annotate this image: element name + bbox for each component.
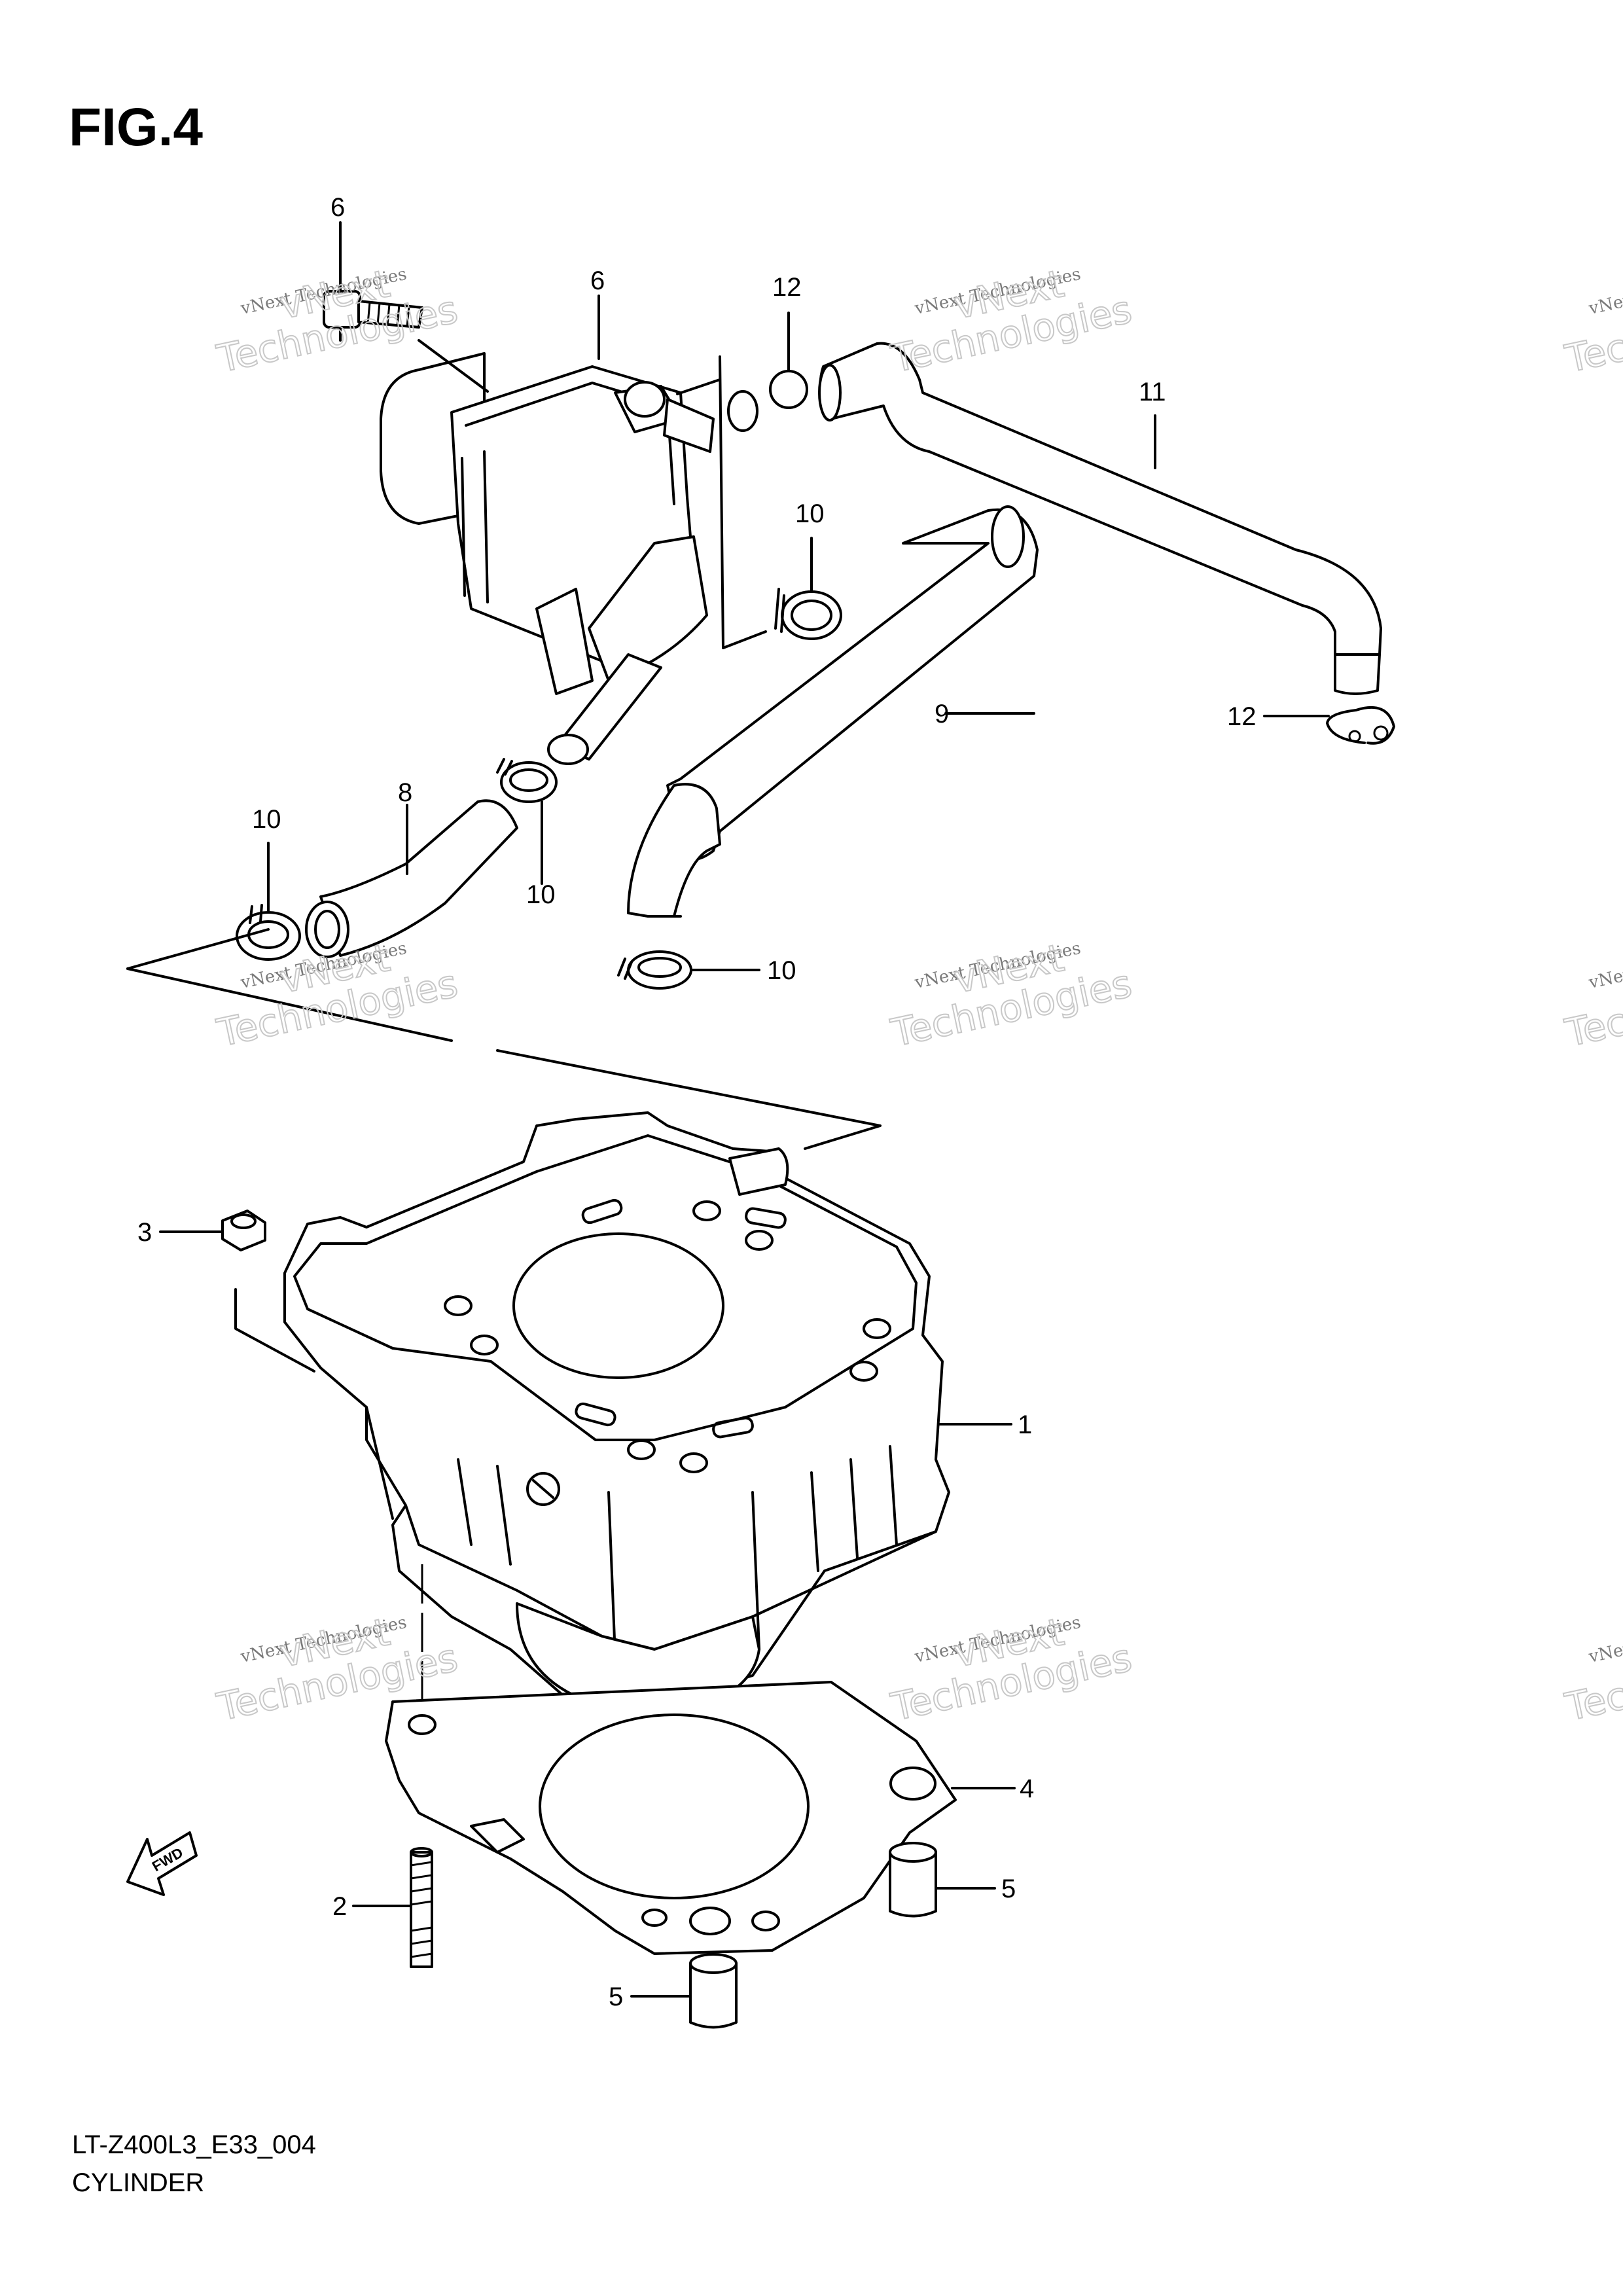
- clamp-10-bottom-part: [617, 950, 692, 990]
- callout-12-clip-right: 12: [1227, 702, 1257, 731]
- callout-10-clamp-center: 10: [526, 880, 556, 909]
- callout-10-clamp-upper: 10: [795, 499, 825, 528]
- o-ring-part: [727, 390, 758, 432]
- figure-title: FIG.4: [69, 98, 203, 157]
- nut-part: [221, 1210, 266, 1251]
- callout-6-valve: 6: [590, 266, 605, 295]
- watermark-mid-right: vNext Technologies Technologies: [1561, 939, 1623, 1056]
- callout-1-cylinder: 1: [1018, 1410, 1032, 1439]
- watermark-mid-left: vNext Technologies vNext Technologies: [213, 935, 463, 1056]
- callout-11-hose: 11: [1139, 378, 1166, 406]
- diagram-caption: CYLINDER: [72, 2168, 204, 2197]
- clamp-10-center-part: [496, 758, 558, 803]
- cylinder-part: [283, 1111, 950, 1713]
- gasket-part: [385, 1681, 957, 1955]
- callout-7-bolt: 6: [330, 193, 345, 222]
- dowel-right-part: [889, 1842, 937, 1918]
- hose-11-part: [818, 342, 1382, 695]
- callout-5-dowel-right: 5: [1001, 1874, 1016, 1903]
- watermark-top-right: vNext Technologies Technologies: [1561, 264, 1623, 382]
- clamp-10-upper-part: [774, 588, 842, 640]
- callout-8-hose: 8: [398, 778, 412, 807]
- callout-lines: [159, 221, 1330, 1998]
- watermark-top-left: vNext Technologies vNext Technologies: [213, 260, 463, 382]
- callout-12-clip-top: 12: [772, 273, 802, 302]
- svg-text:vNext Technologies: vNext Technologies: [1586, 264, 1623, 319]
- stud-part: [410, 1847, 433, 1968]
- watermark-mid-middle: vNext Technologies vNext Technologies: [887, 935, 1137, 1056]
- callout-9-hose: 9: [935, 700, 949, 728]
- clip-12-right-part: [1326, 706, 1395, 745]
- callout-10-clamp-left: 10: [252, 805, 281, 834]
- svg-text:vNext Technologies: vNext Technologies: [1586, 939, 1623, 993]
- pair-valve-part: [380, 352, 721, 765]
- watermark-top-middle: vNext Technologies vNext Technologies: [887, 260, 1137, 382]
- clip-12-top-part: [769, 370, 808, 409]
- bolt-part: [323, 290, 423, 342]
- dowel-bottom-part: [689, 1953, 738, 2029]
- hose-9-part: [627, 505, 1039, 918]
- hose-8-part: [305, 799, 518, 958]
- callout-10-clamp-bottom: 10: [767, 956, 796, 985]
- callout-3-nut: 3: [137, 1218, 152, 1247]
- callout-2-stud: 2: [332, 1892, 347, 1921]
- model-code: LT-Z400L3_E33_004: [72, 2130, 316, 2159]
- watermark-low-right: vNext Technologies Technologies: [1561, 1613, 1623, 1731]
- watermark-low-middle: vNext Technologies vNext Technologies: [887, 1609, 1137, 1731]
- callout-5-dowel-bottom: 5: [609, 1982, 623, 2011]
- fwd-arrow-icon: FWD: [126, 1831, 198, 1896]
- svg-text:vNext Technologies: vNext Technologies: [1586, 1613, 1623, 1667]
- callout-4-gasket: 4: [1020, 1774, 1034, 1803]
